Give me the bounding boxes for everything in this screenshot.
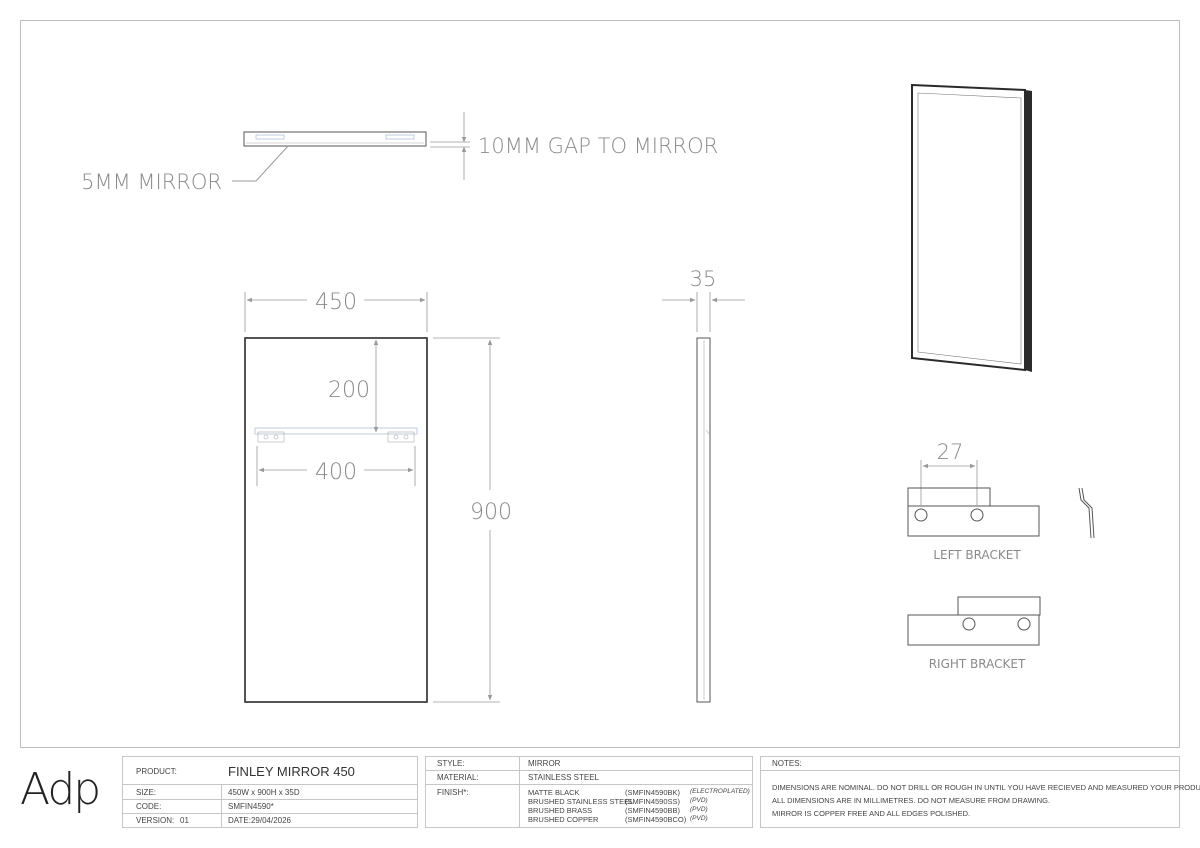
date-value: DATE:29/04/2026: [228, 816, 292, 825]
material-value: STAINLESS STEEL: [528, 773, 599, 782]
version-value: 01: [180, 816, 189, 825]
notes-label: NOTES:: [772, 759, 802, 768]
side-view: 35: [662, 267, 745, 703]
style-label: STYLE:: [437, 759, 465, 768]
finish-row: BRUSHED COPPER (SMFIN4590BCO) (PVD): [528, 815, 748, 824]
mirror-thickness-callout: 5MM MIRROR: [81, 170, 222, 194]
left-bracket-label: LEFT BRACKET: [933, 548, 1021, 562]
finish-name: BRUSHED BRASS: [528, 806, 593, 815]
product-name: FINLEY MIRROR 450: [228, 764, 355, 779]
left-bracket-spacing-dimension: 27: [937, 440, 964, 464]
finish-process: (PVD): [690, 797, 708, 804]
finish-process: (PVD): [690, 806, 708, 813]
notes-box: [760, 756, 1180, 828]
finish-process: (PVD): [690, 815, 708, 822]
code-label: CODE:: [136, 802, 162, 811]
depth-dimension: 35: [690, 267, 717, 291]
note-line: DIMENSIONS ARE NOMINAL. DO NOT DRILL OR …: [772, 783, 1200, 792]
finish-row: BRUSHED BRASS (SMFIN4590BB) (PVD): [528, 806, 748, 815]
finish-code: (SMFIN4590BK): [625, 788, 681, 797]
bracket-offset-dimension: 200: [328, 378, 370, 403]
finish-code: (SMFIN4590BCO): [625, 815, 687, 824]
section-view: 5MM MIRROR 10MM GAP TO MIRROR: [81, 112, 718, 194]
finish-code: (SMFIN4590BB): [625, 806, 681, 815]
front-view: 450 200 400 900: [244, 290, 512, 703]
brand-logo: Adp: [20, 764, 101, 815]
mirror-front-outline: [244, 337, 428, 703]
width-dimension: 450: [315, 290, 357, 315]
gap-callout: 10MM GAP TO MIRROR: [478, 134, 718, 158]
height-dimension: 900: [470, 500, 512, 525]
finish-label: FINISH*:: [437, 788, 469, 797]
style-value: MIRROR: [528, 759, 561, 768]
version-label: VERSION:: [136, 816, 175, 825]
isometric-view: [911, 83, 1032, 372]
spec-box: [425, 756, 753, 828]
size-label: SIZE:: [136, 788, 157, 797]
finish-name: MATTE BLACK: [528, 788, 580, 797]
drawing-frame: [20, 20, 1180, 748]
finish-row: BRUSHED STAINLESS STEEL (SMFIN4590SS) (P…: [528, 797, 748, 806]
note-line: MIRROR IS COPPER FREE AND ALL EDGES POLI…: [772, 809, 971, 818]
size-value: 450W x 900H x 35D: [228, 788, 300, 797]
material-label: MATERIAL:: [437, 773, 479, 782]
bracket-spacing-dimension: 400: [315, 460, 357, 485]
right-bracket-label: RIGHT BRACKET: [929, 657, 1026, 671]
product-info-box: [122, 756, 418, 828]
right-bracket: RIGHT BRACKET: [907, 596, 1041, 671]
code-value: SMFIN4590*: [228, 802, 274, 811]
left-bracket: 27 LEFT BRACKET: [907, 440, 1095, 562]
finish-name: BRUSHED STAINLESS STEEL: [528, 797, 634, 806]
product-label: PRODUCT:: [136, 767, 177, 776]
finish-code: (SMFIN4590SS): [625, 797, 681, 806]
note-line: ALL DIMENSIONS ARE IN MILLIMETRES. DO NO…: [772, 796, 1051, 805]
finish-row: MATTE BLACK (SMFIN4590BK) (ELECTROPLATED…: [528, 788, 750, 797]
finish-name: BRUSHED COPPER: [528, 815, 599, 824]
finish-process: (ELECTROPLATED): [690, 788, 750, 795]
